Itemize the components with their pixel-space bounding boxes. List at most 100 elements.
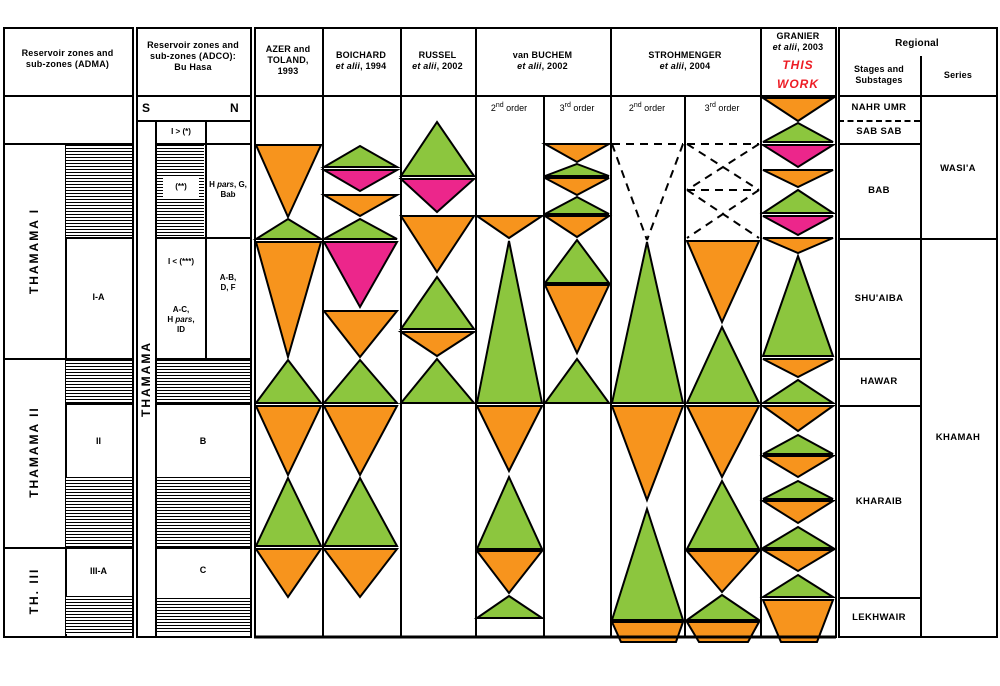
dashed-cycle-outline	[611, 143, 648, 241]
adma-line-547	[3, 547, 132, 549]
vanbuchem2-green-2	[475, 474, 544, 550]
stages-series-divider	[920, 56, 922, 638]
strohmenger-etal: et alii	[659, 61, 685, 71]
vanbuchem2-orange-3	[474, 550, 545, 595]
adco-hatch-b-bottom	[157, 477, 250, 547]
o3-base: 3	[559, 103, 565, 113]
thamama-vertical-label: THAMAMA	[139, 341, 153, 417]
boichard-orange-3	[322, 405, 399, 478]
adma-left-border	[3, 27, 5, 638]
boichard-green-4	[322, 475, 399, 547]
boichard-green-1	[320, 144, 401, 168]
this-work-label: THIS WORK	[760, 58, 836, 91]
strohmenger-order-divider	[684, 95, 686, 638]
adma-right-border	[132, 27, 134, 638]
granier-green-4	[759, 378, 837, 404]
russel-orange-2	[397, 331, 478, 358]
zone-i-gt-label: I > (*)	[171, 127, 191, 136]
adma-header: Reservoir zones and sub-zones (ADMA)	[3, 48, 132, 70]
chart-header-bottom	[254, 95, 836, 97]
granier-green-7	[759, 525, 837, 549]
strohmenger3-orange-3	[684, 550, 762, 594]
azer-header-line3: 1993	[277, 66, 299, 76]
dashed-cycle-outline	[686, 189, 760, 239]
boichard-header-year: et alii, 1994	[322, 61, 400, 72]
o3-word2: order	[718, 103, 740, 113]
granier-green-3	[761, 252, 835, 357]
vanbuchem-year: , 2002	[541, 61, 568, 71]
russel-header-year: et alii, 2002	[400, 61, 475, 72]
russel-green-1	[399, 120, 476, 177]
russel-etal: et alii	[412, 61, 437, 71]
double-star-label: (**)	[163, 177, 199, 197]
vanbuchem-strohmenger-divider	[610, 27, 612, 638]
adma-bottom-border	[3, 636, 132, 638]
o2-sup2: nd	[633, 102, 642, 109]
chart-right-border	[835, 27, 837, 638]
granier-orange-8	[759, 549, 837, 573]
chart-left-border	[254, 27, 256, 638]
north-label: N	[230, 101, 239, 115]
regional-left-border	[838, 27, 840, 638]
ac-line2-prefix: H	[167, 315, 176, 324]
vanbuchem3-orange-2	[544, 177, 610, 197]
adco-top-border	[136, 27, 250, 29]
adma-header-line2: sub-zones (ADMA)	[25, 59, 110, 69]
h-pars-g-bab-label: H pars, G, Bab	[206, 180, 250, 200]
granier-green-8	[759, 573, 837, 598]
granier-orange-6	[759, 455, 837, 479]
stage-shuaiba: SHU'AIBA	[854, 293, 904, 304]
stage-nahr-umr: NAHR UMR	[851, 102, 907, 113]
o2-sup: nd	[495, 102, 504, 109]
bab-wasia-bottom-line	[838, 238, 996, 240]
boichard-etal: et alii	[335, 61, 361, 71]
adco-header-line2: sub-zones (ADCO):	[150, 51, 236, 61]
adma-hatch-th3	[66, 596, 132, 634]
granier-etal: et alii	[772, 42, 798, 52]
o2-word2: order	[644, 103, 666, 113]
adco-hatch-c-bottom	[157, 598, 250, 634]
adco-subcolumn-divider	[205, 120, 207, 360]
o3-sup2: rd	[709, 102, 716, 109]
zone-b-label: B	[199, 436, 207, 446]
ab-line2: D, F	[220, 283, 236, 292]
thamama-1-group-label: THAMAMA I	[27, 207, 41, 295]
granier-green-1	[762, 121, 834, 143]
stage-lekhwair: LEKHWAIR	[852, 612, 906, 623]
adma-line-358	[3, 358, 132, 360]
vanbuchem-2nd-order-label: 2nd order	[475, 102, 543, 113]
ab-line1: A-B,	[219, 273, 237, 282]
shuaiba-bottom-line	[838, 358, 920, 360]
series-khamah: KHAMAH	[935, 432, 981, 443]
boichard-green-3	[321, 358, 400, 404]
adma-line-237	[66, 237, 132, 239]
dashed-cycle-outline	[686, 189, 760, 239]
sabsab-bottom-line	[838, 143, 920, 145]
adma-header-line1: Reservoir zones and	[21, 48, 114, 58]
boichard-year: , 1994	[360, 61, 387, 71]
stage-hawar: HAWAR	[860, 376, 898, 387]
russel-header-name: RUSSEL	[418, 50, 457, 60]
ac-line2: H pars,	[157, 315, 205, 325]
strohmenger3-orange-2	[685, 405, 761, 480]
vanbuchem3-orange-3	[541, 215, 613, 239]
strohmenger3-green-1	[685, 324, 761, 404]
sn-row-bottom	[136, 120, 250, 122]
o3-word: order	[573, 103, 595, 113]
russel-green-3	[398, 357, 477, 404]
azer-header-line1: AZER and	[265, 44, 311, 54]
adma-hatch-thamama1	[66, 145, 132, 237]
vanbuchem3-green-1	[544, 162, 610, 177]
azer-boichard-divider	[322, 27, 324, 638]
boichard-pink-1	[320, 169, 401, 193]
russel-year: , 2002	[436, 61, 463, 71]
azer-green-3	[254, 475, 323, 547]
adco-left-border	[136, 27, 138, 638]
strohmenger-2nd-order-label: 2nd order	[610, 102, 684, 113]
granier-orange-7	[759, 500, 837, 525]
strohmenger-header-year: et alii, 2004	[610, 61, 760, 72]
granier-green-6	[762, 479, 834, 500]
ac-line2-suffix: ,	[192, 315, 195, 324]
granier-orange-9	[761, 599, 835, 643]
adco-header: Reservoir zones and sub-zones (ADCO): Bu…	[136, 40, 250, 73]
